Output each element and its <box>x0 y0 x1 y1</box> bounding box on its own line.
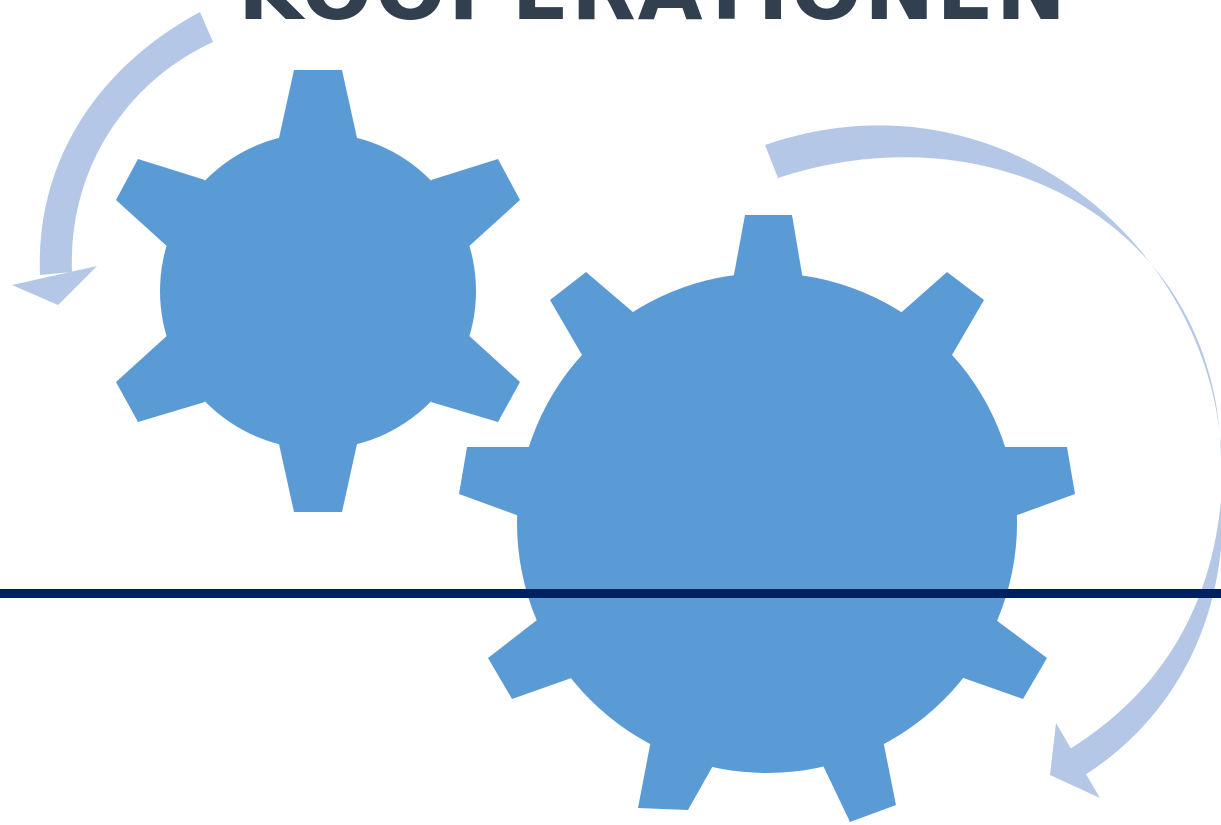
small-gear <box>116 70 520 512</box>
left-rotation-arrow <box>12 12 213 305</box>
right-rotation-arrow <box>765 125 1221 798</box>
page-title: KOOPERATIONEN <box>0 0 1221 32</box>
large-gear <box>459 215 1075 822</box>
divider-line <box>0 589 1221 598</box>
